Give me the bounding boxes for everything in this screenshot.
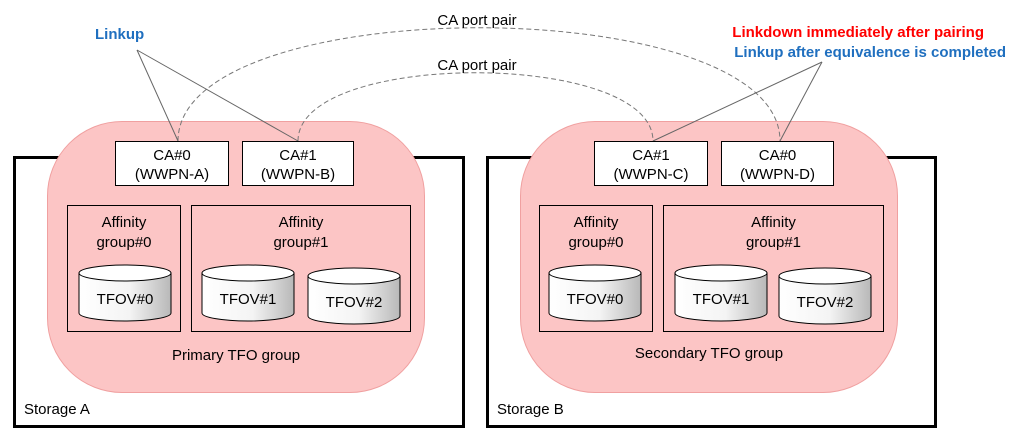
primary-tfo-group [47,121,425,393]
affinity-group-1-b-subtitle: group#1 [745,234,802,251]
linkdown-annotation: Linkdown immediately after pairing [732,24,984,41]
ca-1-a: CA#1 (WWPN-B) [242,141,354,186]
tfov-2-a-label: TFOV#2 [325,294,383,311]
storage-b-label: Storage B [497,401,564,418]
linkdown-line-2 [779,61,823,142]
ca-0-b-name: CA#0 [758,147,797,164]
linkup-line-1 [136,49,179,142]
port-pair-arc-inner [297,72,654,142]
tfov-2-b-label: TFOV#2 [796,294,854,311]
affinity-group-1-b [663,205,884,332]
storage-a-label: Storage A [24,401,90,418]
tfov-2-a-cylinder [307,267,401,325]
affinity-group-0-b [539,205,653,332]
port-pair-arc-outer [177,27,781,142]
ca-1-b: CA#1 (WWPN-C) [594,141,708,186]
ca-0-a: CA#0 (WWPN-A) [115,141,229,186]
linkup-line-2 [136,49,299,142]
tfov-0-a-cylinder [78,264,172,322]
affinity-group-0-a-title: Affinity [101,214,147,231]
ca-1-a-wwpn: (WWPN-B) [260,166,336,183]
linkup-after-annotation: Linkup after equivalence is completed [734,44,1006,61]
tfov-0-b-cylinder [548,264,642,322]
tfov-1-b-cylinder [674,264,768,322]
ca-0-a-wwpn: (WWPN-A) [134,166,210,183]
ca-0-b: CA#0 (WWPN-D) [721,141,834,186]
port-pair-label-outer: CA port pair [437,12,517,29]
secondary-tfo-group [520,121,898,393]
tfov-1-a-cylinder [201,264,295,322]
tfov-0-a-label: TFOV#0 [96,291,154,308]
ca-1-a-name: CA#1 [279,147,317,164]
ca-0-b-wwpn: (WWPN-D) [740,166,815,183]
tfov-2-b-cylinder [778,267,872,325]
ca-0-a-name: CA#0 [153,147,191,164]
ca-1-b-name: CA#1 [632,147,670,164]
affinity-group-0-a-subtitle: group#0 [96,234,152,251]
affinity-group-0-a [67,205,181,332]
port-pair-label-inner: CA port pair [437,57,517,74]
affinity-group-1-a-title: Affinity [278,214,324,231]
affinity-group-1-b-title: Affinity [751,214,796,231]
tfov-1-b-label: TFOV#1 [692,291,750,308]
affinity-group-1-a [191,205,411,332]
secondary-tfo-group-label: Secondary TFO group [634,345,784,362]
affinity-group-1-a-subtitle: group#1 [273,234,329,251]
affinity-group-0-b-subtitle: group#0 [568,234,624,251]
affinity-group-0-b-title: Affinity [573,214,619,231]
linkdown-line-1 [652,61,823,142]
linkup-annotation: Linkup [95,26,145,43]
tfov-1-a-label: TFOV#1 [219,291,277,308]
ca-1-b-wwpn: (WWPN-C) [613,166,689,183]
primary-tfo-group-label: Primary TFO group [171,347,301,364]
tfov-0-b-label: TFOV#0 [566,291,624,308]
